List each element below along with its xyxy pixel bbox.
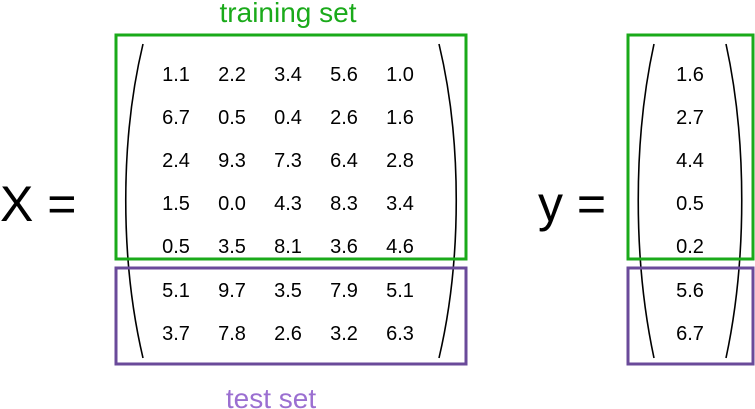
x-matrix-cells: 1.1 2.2 3.4 5.6 1.0 6.7 0.5 0.4 2.6 1.6 2.4 9.3 7.3 6…	[162, 64, 414, 345]
y-left-paren	[637, 43, 655, 359]
x-cell-r4-c0: 0.5	[162, 236, 190, 258]
x-cell-r3-c4: 3.4	[386, 193, 414, 215]
x-cell-r6-c3: 3.2	[330, 323, 358, 345]
x-cell-r3-c0: 1.5	[162, 193, 190, 215]
x-cell-r5-c2: 3.5	[274, 280, 302, 302]
x-cell-r2-c3: 6.4	[330, 150, 358, 172]
x-cell-r1-c2: 0.4	[274, 107, 302, 129]
x-cell-r5-c0: 5.1	[162, 280, 190, 302]
x-cell-r3-c1: 0.0	[218, 193, 246, 215]
x-cell-r5-c3: 7.9	[330, 280, 358, 302]
x-cell-r1-c4: 1.6	[386, 107, 414, 129]
x-cell-r6-c1: 7.8	[218, 323, 246, 345]
x-matrix-label: X =	[0, 176, 76, 232]
x-cell-r5-c4: 5.1	[386, 280, 414, 302]
x-cell-r6-c0: 3.7	[162, 323, 190, 345]
x-cell-r3-c2: 4.3	[274, 193, 302, 215]
test-set-caption: test set	[226, 383, 316, 409]
y-cell-r2: 4.4	[676, 150, 704, 172]
x-cell-r0-c0: 1.1	[162, 64, 190, 86]
y-cell-r4: 0.2	[676, 236, 704, 258]
x-cell-r0-c1: 2.2	[218, 64, 246, 86]
x-cell-r5-c1: 9.7	[218, 280, 246, 302]
y-cell-r1: 2.7	[676, 107, 704, 129]
y-cell-r0: 1.6	[676, 64, 704, 86]
x-cell-r6-c2: 2.6	[274, 323, 302, 345]
y-vector-cells: 1.6 2.7 4.4 0.5 0.2 5.6 6.7	[676, 64, 704, 345]
x-cell-r4-c1: 3.5	[218, 236, 246, 258]
y-cell-r3: 0.5	[676, 193, 704, 215]
x-cell-r2-c0: 2.4	[162, 150, 190, 172]
x-cell-r0-c2: 3.4	[274, 64, 302, 86]
x-cell-r0-c4: 1.0	[386, 64, 414, 86]
x-cell-r0-c3: 5.6	[330, 64, 358, 86]
training-set-caption: training set	[220, 0, 357, 28]
x-cell-r1-c1: 0.5	[218, 107, 246, 129]
y-right-paren	[725, 43, 743, 359]
x-cell-r6-c4: 6.3	[386, 323, 414, 345]
x-cell-r2-c1: 9.3	[218, 150, 246, 172]
y-test-box	[626, 266, 755, 366]
x-left-paren	[124, 43, 144, 359]
x-cell-r4-c3: 3.6	[330, 236, 358, 258]
x-cell-r4-c2: 8.1	[274, 236, 302, 258]
x-cell-r3-c3: 8.3	[330, 193, 358, 215]
y-cell-r5: 5.6	[676, 280, 704, 302]
x-cell-r2-c4: 2.8	[386, 150, 414, 172]
x-training-box	[114, 33, 468, 261]
x-right-paren	[438, 43, 458, 359]
x-cell-r1-c0: 6.7	[162, 107, 190, 129]
y-cell-r6: 6.7	[676, 323, 704, 345]
x-test-box	[114, 266, 468, 366]
x-cell-r1-c3: 2.6	[330, 107, 358, 129]
y-training-box	[626, 33, 755, 261]
x-cell-r4-c4: 4.6	[386, 236, 414, 258]
y-vector-label: y =	[538, 176, 606, 232]
x-cell-r2-c2: 7.3	[274, 150, 302, 172]
